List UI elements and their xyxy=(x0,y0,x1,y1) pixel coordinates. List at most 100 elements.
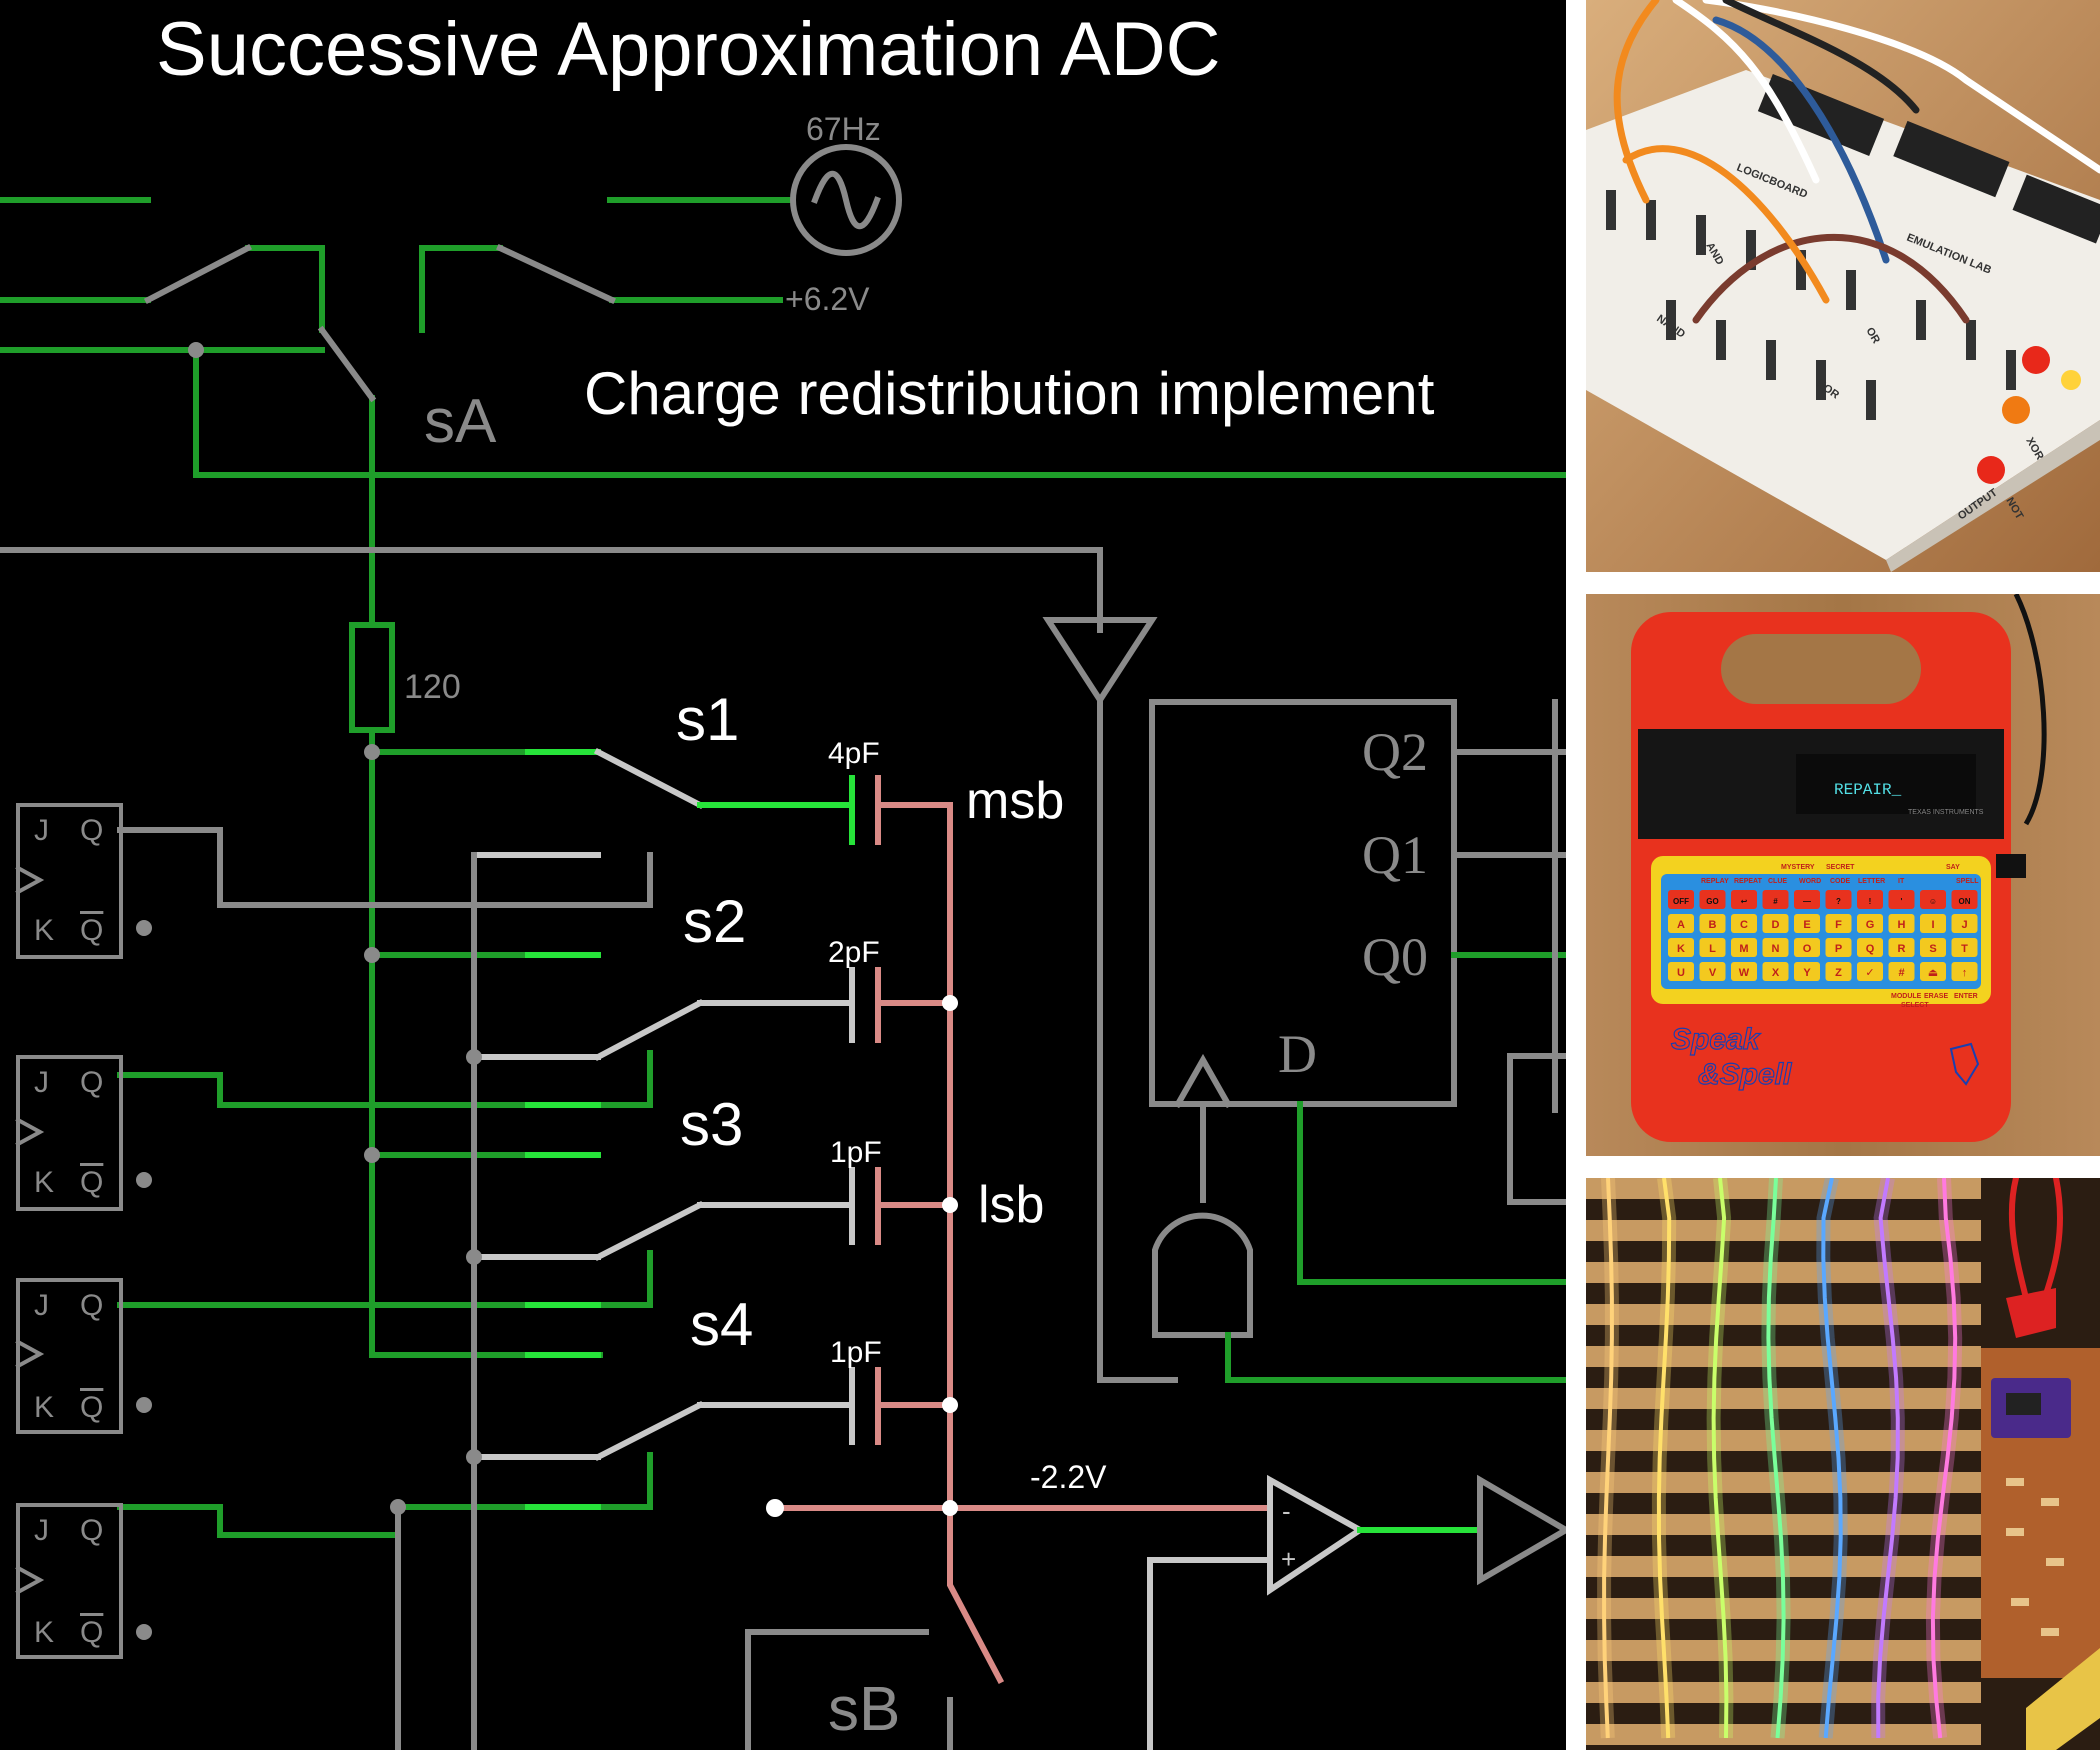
ff4-qbar: Q xyxy=(80,1616,103,1649)
switch-blade-a1[interactable] xyxy=(143,243,253,305)
key-button[interactable] xyxy=(1888,890,1915,909)
key-button[interactable] xyxy=(1920,938,1946,957)
key-button[interactable] xyxy=(1731,914,1757,933)
key-button[interactable] xyxy=(1668,914,1694,933)
flipflop-2[interactable] xyxy=(16,1055,123,1211)
display-text: REPAIR_ xyxy=(1834,781,1902,799)
key-button[interactable] xyxy=(1920,914,1946,933)
switch-s2-blade[interactable] xyxy=(593,998,705,1062)
flipflop-1[interactable] xyxy=(16,803,123,959)
ff3-q: Q xyxy=(80,1289,103,1322)
circuit-canvas[interactable]: Successive Approximation ADC 67Hz +6.2V … xyxy=(0,0,1566,1750)
flipflop-4[interactable] xyxy=(16,1503,123,1659)
key-button[interactable] xyxy=(1699,890,1726,909)
key-button[interactable] xyxy=(1825,962,1852,981)
ff3-k: K xyxy=(34,1391,54,1424)
key-label: ↑ xyxy=(1962,967,1968,979)
key-button[interactable] xyxy=(1699,938,1726,957)
led-strips-image xyxy=(1586,1178,2100,1750)
key-button[interactable] xyxy=(1731,962,1757,981)
input-terminal[interactable] xyxy=(766,1499,784,1517)
wire-main-bus xyxy=(193,347,1566,478)
key-button[interactable] xyxy=(1762,938,1789,957)
wire-right-box xyxy=(1507,1053,1566,1205)
key-button[interactable] xyxy=(1951,890,1978,909)
led-strip xyxy=(1711,1178,1729,1739)
photo-logic-board[interactable]: LOGICBOARD AND OR NAND NOR XOR NOT OUTPU… xyxy=(1586,0,2100,572)
key-button[interactable] xyxy=(1794,962,1820,981)
key-label: — xyxy=(1803,897,1811,906)
key-button[interactable] xyxy=(1825,938,1852,957)
key-button[interactable] xyxy=(1825,890,1852,909)
node xyxy=(466,1249,482,1265)
voltage-source[interactable] xyxy=(790,144,902,256)
key-button[interactable] xyxy=(1920,890,1946,909)
register-clock xyxy=(1173,1053,1233,1109)
key-button[interactable] xyxy=(1951,962,1978,981)
key-button[interactable] xyxy=(1699,962,1726,981)
circuit-simulator[interactable]: Successive Approximation ADC 67Hz +6.2V … xyxy=(0,0,1566,1750)
node-voltage: -2.2V xyxy=(1030,1459,1107,1495)
key-label: E xyxy=(1803,919,1810,931)
resistor-120[interactable] xyxy=(349,622,395,733)
ff2-j: J xyxy=(34,1066,49,1099)
key-button[interactable] xyxy=(1762,890,1789,909)
source-frequency: 67Hz xyxy=(806,111,881,147)
key-button[interactable] xyxy=(1731,938,1757,957)
key-button[interactable] xyxy=(1668,938,1694,957)
ff3-qbar: Q xyxy=(80,1391,103,1424)
cap2-label: 2pF xyxy=(828,936,880,969)
switch-s4-blade[interactable] xyxy=(593,1400,705,1462)
key-button[interactable] xyxy=(1794,914,1820,933)
key-button[interactable] xyxy=(1888,914,1915,933)
buffer-triangle[interactable] xyxy=(1042,617,1158,706)
sine-icon xyxy=(811,170,881,230)
register-outputs xyxy=(1451,749,1566,958)
key-button[interactable] xyxy=(1668,890,1694,909)
wood-stripe xyxy=(1586,1220,1981,1241)
photo-led-strips[interactable] xyxy=(1586,1178,2100,1750)
wire-s4-green-loop xyxy=(217,1452,653,1538)
switch-blade-a2[interactable] xyxy=(496,244,616,304)
flipflop-3[interactable] xyxy=(16,1278,123,1434)
register-q2: Q2 xyxy=(1362,722,1428,782)
register-q0: Q0 xyxy=(1362,927,1428,987)
key-button[interactable] xyxy=(1794,938,1820,957)
key-button[interactable] xyxy=(1920,962,1946,981)
switch-s3-blade[interactable] xyxy=(593,1200,705,1262)
key-button[interactable] xyxy=(1951,938,1978,957)
switch-s1-blade[interactable] xyxy=(593,747,705,810)
key-label: Z xyxy=(1835,967,1842,979)
key-label: R xyxy=(1898,943,1906,955)
key-button[interactable] xyxy=(1857,914,1883,933)
ff4-k: K xyxy=(34,1616,54,1649)
and-gate[interactable] xyxy=(1152,1212,1253,1338)
key-button[interactable] xyxy=(1668,962,1694,981)
ff1-j: J xyxy=(34,814,49,847)
alligator-clip xyxy=(2006,1288,2056,1338)
lsb-label: lsb xyxy=(978,1176,1044,1234)
switch-sA-blade[interactable] xyxy=(317,325,377,403)
key-button[interactable] xyxy=(1699,914,1726,933)
key-button[interactable] xyxy=(1888,962,1915,981)
node xyxy=(942,1500,958,1516)
key-button[interactable] xyxy=(1762,962,1789,981)
key-label: H xyxy=(1898,919,1906,931)
key-button[interactable] xyxy=(1825,914,1852,933)
key-button[interactable] xyxy=(1857,890,1883,909)
photo-speak-and-spell[interactable]: REPAIR_ TEXAS INSTRUMENTS MYSTERY SECRET… xyxy=(1586,594,2100,1156)
key-button[interactable] xyxy=(1951,914,1978,933)
key-button[interactable] xyxy=(1794,890,1820,909)
comparator[interactable] xyxy=(1267,1474,1366,1596)
func-label: SELECT xyxy=(1901,1002,1929,1009)
key-button[interactable] xyxy=(1857,962,1883,981)
key-button[interactable] xyxy=(1857,938,1883,957)
cap3-label: 1pF xyxy=(830,1136,882,1169)
flipflop-clocks xyxy=(15,865,45,1595)
key-button[interactable] xyxy=(1762,914,1789,933)
led-strip xyxy=(1766,1178,1786,1739)
key-button[interactable] xyxy=(1888,938,1915,957)
key-button[interactable] xyxy=(1731,890,1757,909)
wood-stripe xyxy=(1586,1346,1981,1367)
